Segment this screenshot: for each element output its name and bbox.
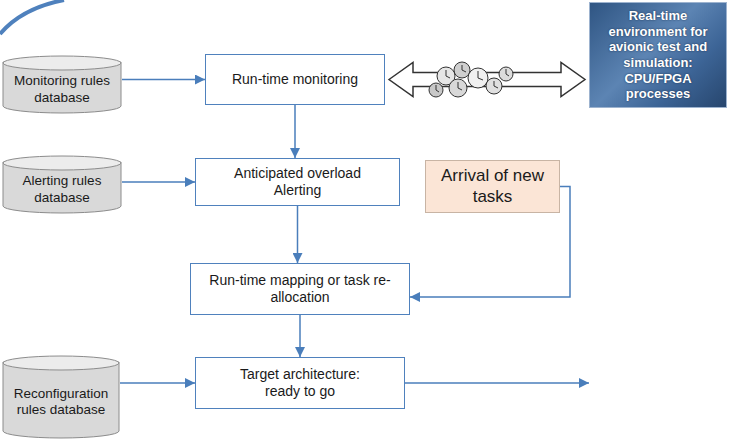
cylinder-top xyxy=(3,156,121,170)
flow-arrow xyxy=(297,206,299,263)
decorative-arc xyxy=(0,0,64,34)
process-box: Target architecture: ready to go xyxy=(195,357,405,409)
node-text: Monitoring rules database xyxy=(6,73,118,105)
clock-icon xyxy=(429,62,513,97)
cylinder-top xyxy=(3,356,119,370)
flow-arrow xyxy=(299,315,301,357)
process-box: Run-time mapping or task re-allocation xyxy=(190,263,410,315)
database-cylinder: Reconfiguration rules database xyxy=(2,355,120,439)
flow-arrow xyxy=(120,382,195,384)
flow-arrow xyxy=(122,79,205,81)
node-text: Target architecture: ready to go xyxy=(225,366,375,400)
node-text: Run-time monitoring xyxy=(232,71,358,88)
node-text: Run-time mapping or task re-allocation xyxy=(200,272,400,306)
flow-arrow xyxy=(122,181,195,183)
node-text: Arrival of new tasks xyxy=(432,166,553,207)
node-text: Real-time environment for avionic test a… xyxy=(594,8,722,102)
double-arrow xyxy=(389,63,585,97)
node-text: Reconfiguration rules database xyxy=(6,386,116,418)
cylinder-body xyxy=(3,362,119,438)
flow-arrow xyxy=(294,105,296,158)
cylinder-top xyxy=(3,56,121,70)
database-cylinder: Alerting rules database xyxy=(2,155,122,214)
database-cylinder: Monitoring rules database xyxy=(2,55,122,114)
process-box: Run-time monitoring xyxy=(205,54,385,105)
environment-panel: Real-time environment for avionic test a… xyxy=(589,2,727,108)
process-box: Anticipated overload Alerting xyxy=(195,158,400,206)
input-box: Arrival of new tasks xyxy=(425,160,560,213)
node-text: Anticipated overload Alerting xyxy=(223,165,373,199)
flow-arrow xyxy=(405,382,589,384)
node-text: Alerting rules database xyxy=(6,173,118,205)
